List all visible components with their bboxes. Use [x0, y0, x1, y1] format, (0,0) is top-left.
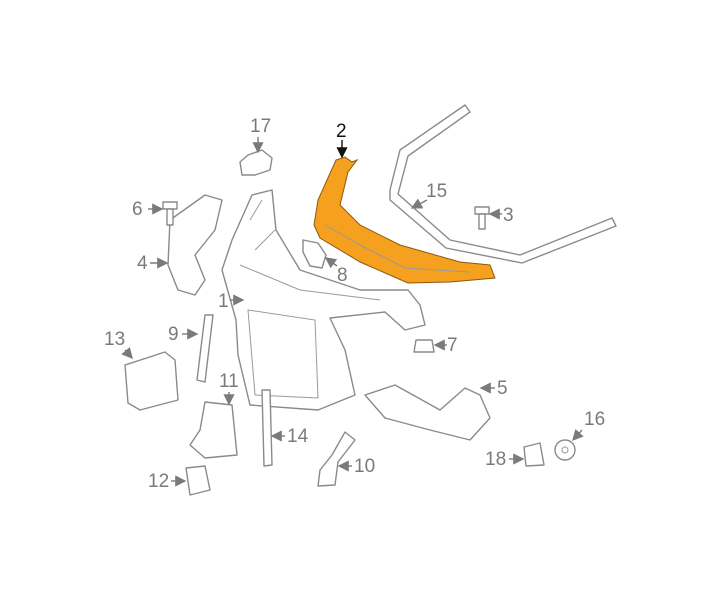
callout-13: 13	[104, 329, 133, 360]
callout-arrow	[324, 257, 338, 269]
part-10-bracket	[317, 431, 356, 487]
part-4-bracket	[167, 194, 223, 296]
part-1-support	[221, 189, 426, 411]
part-3-bolt	[474, 206, 490, 230]
callout-4: 4	[137, 253, 169, 274]
callout-16: 16	[572, 409, 605, 442]
callout-label: 3	[503, 205, 514, 226]
callout-2: 2	[336, 121, 348, 159]
part-15-seal	[389, 104, 617, 264]
callout-label: 12	[148, 471, 169, 492]
callout-10: 10	[337, 456, 375, 477]
callout-6: 6	[132, 199, 164, 220]
callout-label: 6	[132, 199, 143, 220]
callout-label: 1	[218, 291, 229, 312]
callout-label: 14	[287, 426, 309, 447]
callout-5: 5	[479, 378, 508, 399]
callout-label: 2	[336, 121, 347, 142]
part-18-clip	[523, 442, 545, 467]
callout-arrow	[572, 428, 584, 442]
callout-7: 7	[433, 335, 458, 356]
callout-label: 15	[426, 181, 447, 202]
callout-label: 13	[104, 329, 125, 350]
part-16-clip	[554, 439, 576, 461]
part-8-clip	[302, 239, 327, 269]
callout-3: 3	[488, 205, 514, 226]
callout-9: 9	[168, 324, 199, 345]
callouts: 17 2 15 6 3 4 8 1 9 7 13 5 11 16 14 18 10 12	[104, 116, 605, 492]
callout-8: 8	[324, 257, 348, 286]
callout-1: 1	[218, 291, 245, 312]
callout-arrow	[121, 346, 133, 360]
callout-15: 15	[410, 181, 447, 209]
part-13-module	[124, 351, 179, 411]
callout-label: 16	[584, 409, 605, 430]
callout-17: 17	[250, 116, 271, 154]
callout-label: 4	[137, 253, 148, 274]
part-2-reinforcement	[313, 156, 496, 284]
part-12-duct	[185, 465, 211, 496]
callout-14: 14	[270, 426, 309, 447]
callout-label: 10	[354, 456, 375, 477]
callout-label: 17	[250, 116, 271, 137]
part-14-bracket	[261, 389, 273, 467]
part-11-duct	[189, 401, 238, 459]
callout-12: 12	[148, 471, 187, 492]
part-9-rod	[196, 314, 214, 383]
callout-18: 18	[485, 449, 525, 470]
part-7-grommet	[413, 339, 435, 353]
callout-11: 11	[219, 371, 239, 406]
callout-label: 18	[485, 449, 506, 470]
callout-label: 9	[168, 324, 179, 345]
callout-label: 5	[497, 378, 508, 399]
callout-label: 8	[337, 265, 348, 286]
callout-label: 11	[219, 371, 239, 392]
callout-label: 7	[447, 335, 458, 356]
part-5-bracket	[364, 384, 491, 441]
part-17-bracket	[239, 149, 273, 176]
callout-arrow	[410, 198, 428, 209]
